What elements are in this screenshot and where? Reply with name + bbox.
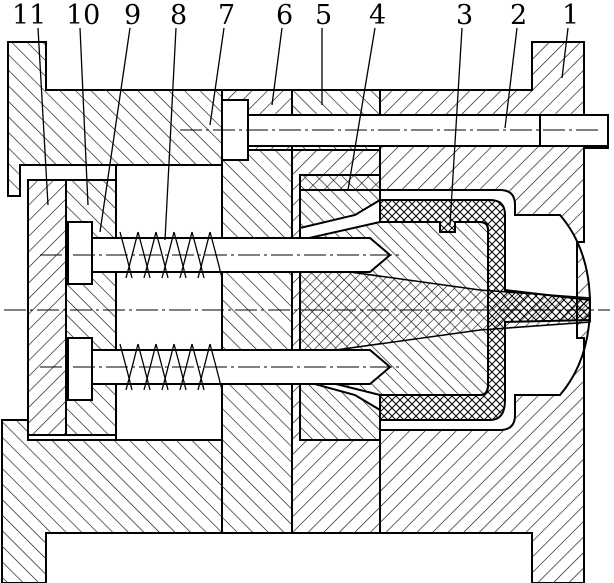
label-11: 11	[12, 0, 46, 31]
part-bottom-base	[1, 419, 223, 583]
part-labels: 11 10 9 8 7 6 5 4 3 2 1	[12, 0, 579, 31]
part-4-core	[299, 174, 381, 230]
label-3: 3	[456, 0, 473, 31]
label-10: 10	[66, 0, 100, 31]
label-8: 8	[170, 0, 187, 31]
label-9: 9	[124, 0, 141, 31]
ejector-cavity	[115, 164, 223, 441]
label-1: 1	[562, 0, 579, 31]
leader-lines	[37, 27, 569, 241]
part-9-pin-head-top	[67, 221, 93, 285]
label-2: 2	[510, 0, 527, 31]
part-4-core-lower	[299, 378, 381, 441]
label-6: 6	[276, 0, 293, 31]
label-5: 5	[315, 0, 332, 31]
part-11-ejector-plate	[27, 179, 67, 436]
label-7: 7	[218, 0, 235, 31]
part-1-fixed-plate	[379, 41, 609, 583]
label-4: 4	[369, 0, 386, 31]
part-9-pin-head-bottom	[67, 337, 93, 401]
part-6-lower	[221, 149, 293, 534]
